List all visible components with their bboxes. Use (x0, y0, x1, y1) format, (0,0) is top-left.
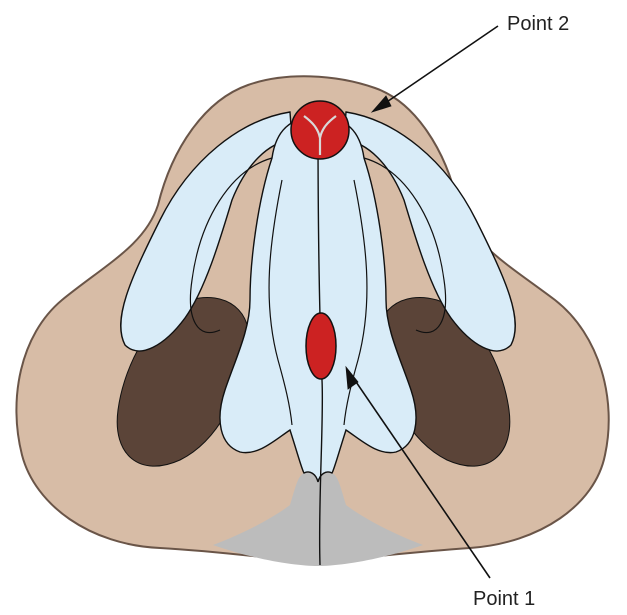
point-2-callout-line (378, 26, 498, 108)
point-2-label: Point 2 (507, 13, 569, 35)
point-1-marker (306, 313, 336, 379)
point-1-label: Point 1 (473, 588, 535, 610)
